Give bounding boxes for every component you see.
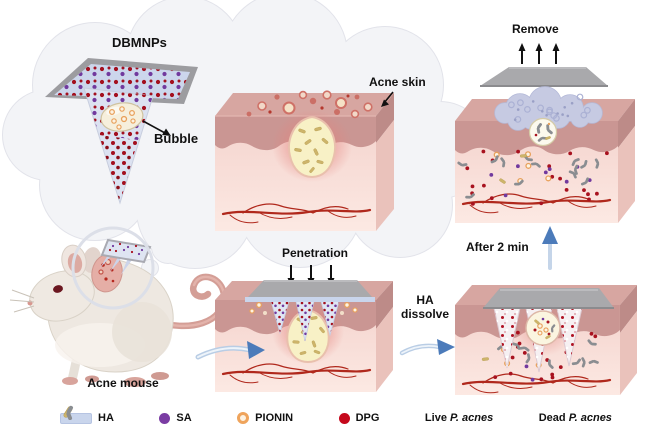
microneedle-patch [248, 280, 372, 297]
legend-item-ha: HA [60, 412, 114, 424]
mouse-eye [53, 285, 63, 293]
flow-arrow-mouse-to-penetration [195, 341, 265, 360]
pus-pocket [286, 308, 330, 364]
sa-dot-icon [159, 412, 171, 424]
pus-pocket-treated [525, 310, 561, 346]
after-2-min-label: After 2 min [466, 240, 529, 254]
mouse-head [29, 270, 95, 322]
after-2-min-panel [455, 285, 637, 395]
legend-label: Dead P. acnes [538, 412, 612, 424]
acne-skin-label: Acne skin [369, 75, 426, 89]
remove-arrows [518, 43, 560, 64]
flow-arrow-up-to-remove [542, 226, 558, 270]
mouse-applied-patch [100, 238, 152, 275]
removed-patch [480, 67, 608, 87]
legend-label: PIONIN [255, 412, 294, 424]
dbmnps-diagram [45, 58, 198, 205]
bubble-annotation-arrow [142, 120, 171, 136]
remove-panel [455, 43, 635, 223]
pionin-ring-icon [237, 412, 250, 424]
legend-label: DPG [355, 412, 380, 424]
legend-label: SA [176, 412, 192, 424]
bubble [100, 102, 144, 132]
penetration-panel [215, 265, 393, 392]
legend-item-sa: SA [159, 412, 192, 424]
dpg-dot-icon [338, 412, 350, 424]
ha-film-layer [245, 297, 375, 302]
patch-on-skin [483, 288, 614, 309]
acne-mouse [9, 226, 228, 387]
mouse-whiskers [9, 289, 35, 313]
ha-dissolve-label: HA dissolve [400, 293, 450, 321]
acne-skin-block [215, 90, 394, 231]
legend-item-live-pacnes: Live P. acnes [63, 406, 494, 424]
dead-pacnes-rod-icon [66, 405, 73, 420]
bubble-label: Bubble [154, 131, 199, 146]
pus-bubble-cleared [528, 117, 558, 147]
acne-mouse-label: Acne mouse [87, 376, 159, 390]
ha-film-swatch [60, 412, 92, 424]
legend-label: HA [98, 412, 114, 424]
acne-skin-annotation-arrow [381, 91, 394, 107]
pus-pocket [288, 115, 336, 179]
flow-arrow-ha-dissolve [399, 339, 455, 356]
legend: HA SA PIONIN DPG Live P. acnes Dead P. a… [60, 404, 612, 432]
magnifier-circle [71, 226, 155, 310]
remove-label: Remove [512, 22, 559, 36]
legend-item-dead-pacnes: Dead P. acnes [66, 405, 612, 424]
legend-item-dpg: DPG [338, 412, 380, 424]
legend-label: Live P. acnes [424, 412, 494, 424]
released-particles [456, 149, 609, 206]
mouse-feet [62, 372, 169, 387]
legend-item-pionin: PIONIN [237, 412, 293, 424]
acne-surface-bumps [246, 90, 373, 119]
dbmnps-label: DBMNPs [112, 35, 167, 50]
penetration-label: Penetration [282, 246, 349, 260]
